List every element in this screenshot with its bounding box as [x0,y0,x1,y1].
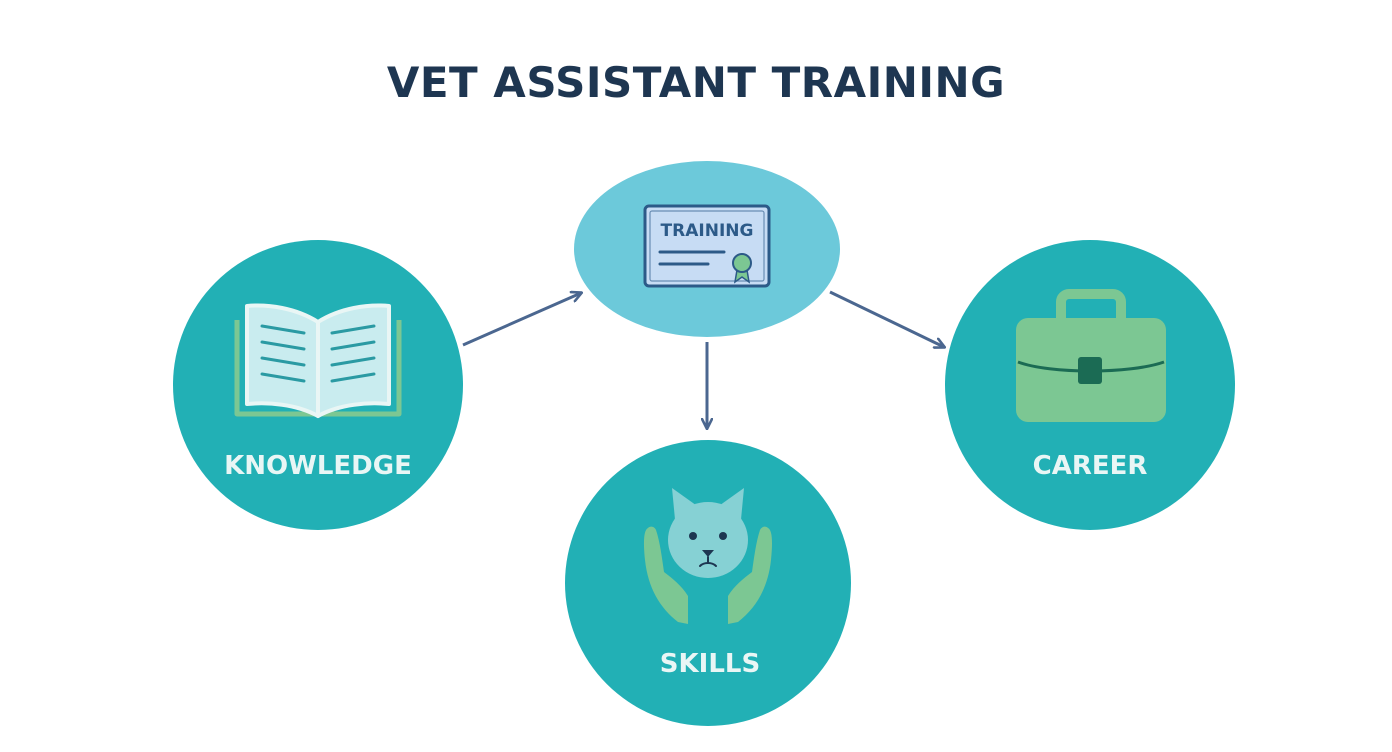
pet-in-hands-icon [644,488,772,624]
open-book-icon [234,303,402,418]
diagram-title: VET ASSISTANT TRAINING [386,58,1006,107]
skills-label: SKILLS [660,649,760,679]
node-skills: SKILLS [565,440,851,726]
node-knowledge: KNOWLEDGE [173,240,463,530]
node-career: CAREER [945,240,1235,530]
node-training: TRAINING [574,161,840,337]
edge-knowledge-to-training [462,293,581,347]
briefcase-icon [1016,289,1166,422]
career-label: CAREER [1033,451,1148,481]
knowledge-label: KNOWLEDGE [224,451,412,481]
certificate-label: TRAINING [661,221,754,241]
certificate-icon: TRAINING [643,204,771,288]
edge-training-to-career [829,290,944,347]
